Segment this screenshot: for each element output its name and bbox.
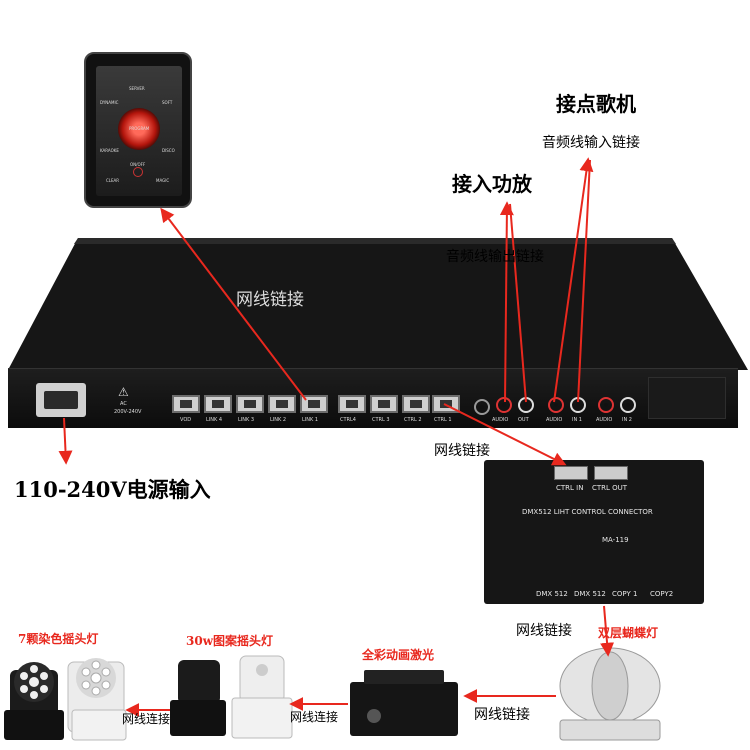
power-input-label: 110-240V电源输入	[14, 477, 211, 502]
ac-label: AC	[120, 401, 127, 407]
ctrl3-port[interactable]	[370, 395, 398, 413]
dmx-port-label-3: COPY 1	[612, 590, 638, 598]
rgb-moving-head-2	[67, 658, 127, 741]
dmx-port-label-2: DMX 512	[574, 590, 606, 598]
dmx-model: MA-119	[602, 536, 629, 544]
amp-label: 接入功放	[452, 172, 532, 196]
butterfly-light	[559, 647, 661, 741]
audio-in1-label-2: IN 1	[572, 417, 582, 423]
net-pattern-label: 网线连接	[290, 710, 339, 724]
dmx-connector-box: CTRL IN CTRL OUT DMX512 LIHT CONTROL CON…	[484, 460, 704, 604]
link1-port[interactable]	[300, 395, 328, 413]
audio-out-jack-1[interactable]	[496, 397, 512, 413]
link3-label: LINK 3	[238, 417, 255, 423]
net-dmx-label: 网线链接	[434, 443, 490, 459]
lights-group	[4, 647, 661, 741]
touch-control-panel: SERVER DYNAMIC SOFT PROGRAM KARAOKE DISC…	[84, 52, 192, 208]
link2-label: LINK 2	[270, 417, 287, 423]
rgb-moving-head-1	[4, 662, 64, 740]
dmx-port-label-1: DMX 512	[536, 590, 568, 598]
link4-port[interactable]	[204, 395, 232, 413]
vod-label: VOD	[180, 417, 192, 423]
audio-in2-jack-1[interactable]	[598, 397, 614, 413]
ctrl-out-label: CTRL OUT	[592, 484, 628, 492]
power-socket[interactable]	[36, 383, 86, 417]
link3-port[interactable]	[236, 395, 264, 413]
audio-in1-jack-1[interactable]	[548, 397, 564, 413]
karaoke-arrow-2	[577, 159, 591, 403]
net-top-label: 网线链接	[236, 290, 304, 310]
audio-in1-label-1: AUDIO	[546, 417, 563, 423]
net-laser-label: 网线链接	[474, 707, 530, 723]
dmx-title: DMX512 LIHT CONTROL CONNECTOR	[522, 508, 653, 516]
karaoke-label: 接点歌机	[556, 92, 636, 116]
audio-in2-label-1: AUDIO	[596, 417, 613, 423]
butterfly-label: 双层蝴蝶灯	[598, 626, 659, 640]
audio-in2-jack-2[interactable]	[620, 397, 636, 413]
ac-range-label: 200V-240V	[114, 409, 142, 415]
front-blank-panel	[648, 377, 726, 419]
power-icon[interactable]	[133, 167, 143, 177]
ctrl2-label: CTRL 2	[404, 417, 422, 423]
ctrl3-label: CTRL 3	[372, 417, 390, 423]
laser-label: 全彩动画激光	[362, 648, 435, 662]
audio-out-label-2: OUT	[518, 417, 529, 423]
link1-label: LINK 1	[302, 417, 319, 423]
audio-out-label: 音频线输出链接	[446, 249, 544, 265]
dmx-port-label-4: COPY2	[650, 590, 674, 598]
pattern-moving-head-2	[231, 655, 293, 739]
ctrl2-port[interactable]	[402, 395, 430, 413]
ctrl4-port[interactable]	[338, 395, 366, 413]
panel-onoff-label: ON/OFF	[130, 162, 146, 167]
panel-screen: SERVER DYNAMIC SOFT PROGRAM KARAOKE DISC…	[96, 66, 182, 196]
ctrl-in-port[interactable]	[554, 466, 588, 480]
panel-magic-label: MAGIC	[156, 178, 170, 183]
main-unit-front: ⚠ AC 200V-240V VOD LINK 4 LINK 3 LINK 2 …	[8, 368, 738, 428]
link4-label: LINK 4	[206, 417, 223, 423]
ctrl-to-dmx-arrow	[443, 403, 567, 466]
ctrl-out-port[interactable]	[594, 466, 628, 480]
link2-port[interactable]	[268, 395, 296, 413]
power-switch[interactable]	[474, 399, 490, 415]
panel-dynamic-label: DYNAMIC	[100, 100, 119, 105]
ctrl1-label: CTRL 1	[434, 417, 452, 423]
amp-arrow-2	[509, 203, 527, 403]
panel-clear-label: CLEAR	[106, 178, 120, 183]
panel-center-label: PROGRAM	[129, 126, 150, 131]
laser-projector	[350, 670, 458, 736]
ctrl4-label: CTRL4	[340, 417, 356, 423]
vod-port[interactable]	[172, 395, 200, 413]
panel-karaoke-label: KARAOKE	[100, 148, 119, 153]
audio-in2-label-2: IN 2	[622, 417, 632, 423]
amp-arrow-1	[499, 201, 514, 403]
net-rgb-label: 网线连接	[122, 712, 171, 726]
net-butterfly-label: 网线链接	[516, 623, 572, 639]
power-arrow	[58, 417, 73, 465]
audio-in-label: 音频线输入链接	[542, 135, 640, 151]
audio-out-label-1: AUDIO	[492, 417, 509, 423]
program-knob[interactable]: PROGRAM	[118, 108, 160, 150]
karaoke-arrow-1	[553, 157, 594, 403]
panel-server-label: SERVER	[129, 86, 145, 91]
ctrl-in-label: CTRL IN	[556, 484, 584, 492]
warning-icon: ⚠	[118, 385, 129, 399]
pattern-moving-head-1	[170, 660, 226, 736]
rgb-moving-head-label: 7颗染色摇头灯	[18, 632, 99, 646]
dmx-to-butterfly-arrow	[600, 605, 615, 657]
pattern-moving-head-label: 30w图案摇头灯	[186, 634, 274, 648]
panel-soft-label: SOFT	[162, 100, 173, 105]
panel-disco-label: DISCO	[162, 148, 175, 153]
link-to-panel-arrow	[160, 207, 307, 401]
